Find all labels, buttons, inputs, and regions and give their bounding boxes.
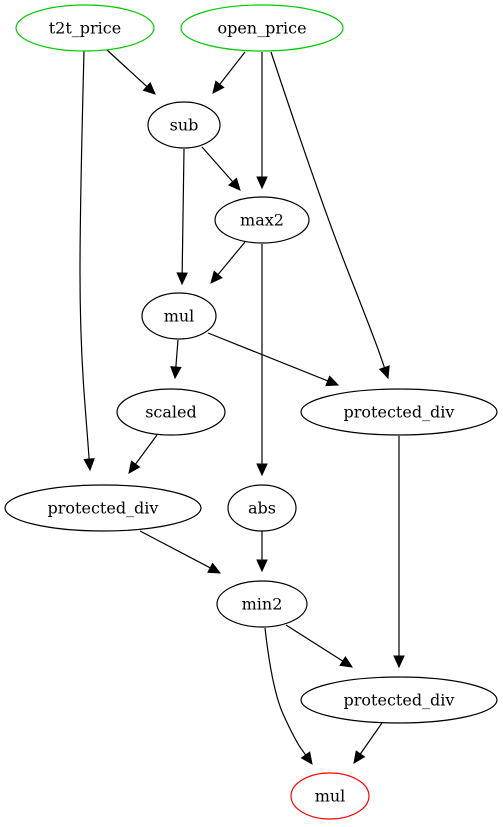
node-ellipse: [290, 772, 370, 820]
node-open-price: open_price: [180, 4, 344, 52]
arrowhead-icon: [170, 366, 182, 380]
edge-line: [285, 624, 345, 663]
node-ellipse: [300, 388, 498, 436]
edge-mul_1-to-protected_div_1: [207, 332, 340, 387]
node-max2: max2: [214, 196, 310, 244]
node-label: mul: [315, 787, 346, 806]
arrowhead-icon: [212, 80, 225, 94]
node-ellipse: [116, 388, 226, 436]
node-label: max2: [240, 211, 284, 230]
node-ellipse: [141, 292, 217, 340]
node-ellipse: [300, 676, 498, 724]
arrowhead-icon: [353, 750, 366, 764]
edge-line: [181, 148, 185, 276]
edge-protected_div_1-to-protected_div_3: [393, 436, 405, 669]
node-label: mul: [164, 307, 195, 326]
edge-line: [106, 49, 149, 89]
arrowhead-icon: [256, 463, 268, 477]
edge-line: [175, 339, 179, 370]
edge-line: [270, 51, 386, 370]
edge-line: [358, 722, 383, 756]
edges-layer: [79, 49, 405, 765]
arrowhead-icon: [339, 655, 354, 668]
edge-open_price-to-protected_div_1: [270, 51, 390, 380]
edge-line: [139, 530, 213, 570]
edge-abs-to-min2: [256, 531, 268, 573]
arrowhead-icon: [325, 375, 340, 387]
node-t2t-price: t2t_price: [15, 4, 155, 52]
node-ellipse: [147, 101, 221, 149]
edge-mul_1-to-scaled: [170, 339, 182, 380]
node-min2: min2: [216, 580, 308, 628]
node-label: sub: [170, 116, 199, 135]
edge-line: [201, 146, 235, 184]
edge-line: [207, 332, 330, 383]
arrowhead-icon: [393, 655, 405, 669]
arrowhead-icon: [378, 365, 390, 380]
arrowhead-icon: [210, 270, 223, 284]
node-label: protected_div: [344, 691, 455, 710]
edge-line: [264, 627, 308, 758]
node-ellipse: [4, 484, 202, 532]
node-ellipse: [15, 4, 155, 52]
node-label: open_price: [217, 19, 306, 38]
node-mul-out: mul: [290, 772, 370, 820]
node-label: t2t_price: [49, 19, 121, 38]
node-mul-1: mul: [141, 292, 217, 340]
edge-line: [216, 241, 246, 277]
node-ellipse: [227, 484, 297, 532]
node-ellipse: [214, 196, 310, 244]
edge-max2-to-mul_1: [210, 241, 246, 284]
edge-open_price-to-max2: [256, 52, 268, 190]
arrowhead-icon: [142, 81, 156, 95]
edge-protected_div_2-to-min2: [139, 530, 222, 574]
node-label: scaled: [145, 403, 197, 422]
node-ellipse: [216, 580, 308, 628]
node-protected-div-2: protected_div: [4, 484, 202, 532]
node-protected-div-3: protected_div: [300, 676, 498, 724]
arrowhead-icon: [256, 559, 268, 573]
edge-t2t_price-to-protected_div_2: [79, 50, 95, 472]
arrowhead-icon: [83, 458, 95, 472]
edge-min2-to-protected_div_3: [285, 624, 354, 668]
edge-min2-to-mul_out: [264, 627, 313, 765]
edge-open_price-to-sub: [212, 51, 246, 94]
edge-protected_div_3-to-mul_out: [353, 722, 383, 764]
edge-sub-to-mul_1: [176, 148, 188, 286]
edge-scaled-to-protected_div_2: [128, 434, 158, 474]
arrowhead-icon: [207, 562, 222, 574]
arrowhead-icon: [128, 460, 141, 474]
node-abs: abs: [227, 484, 297, 532]
arrowhead-icon: [228, 177, 241, 191]
edge-line: [133, 434, 158, 467]
arrowhead-icon: [176, 272, 188, 286]
edge-line: [218, 51, 246, 87]
node-label: protected_div: [48, 499, 159, 518]
edge-sub-to-max2: [201, 146, 241, 191]
node-ellipse: [180, 4, 344, 52]
node-label: min2: [242, 595, 283, 614]
node-label: abs: [248, 499, 276, 518]
arrowhead-icon: [256, 176, 268, 190]
node-label: protected_div: [344, 403, 455, 422]
edge-line: [79, 50, 90, 462]
edge-t2t_price-to-sub: [106, 49, 156, 95]
node-protected-div-1: protected_div: [300, 388, 498, 436]
edge-max2-to-abs: [256, 244, 268, 477]
node-sub: sub: [147, 101, 221, 149]
node-scaled: scaled: [116, 388, 226, 436]
arrowhead-icon: [300, 751, 313, 765]
